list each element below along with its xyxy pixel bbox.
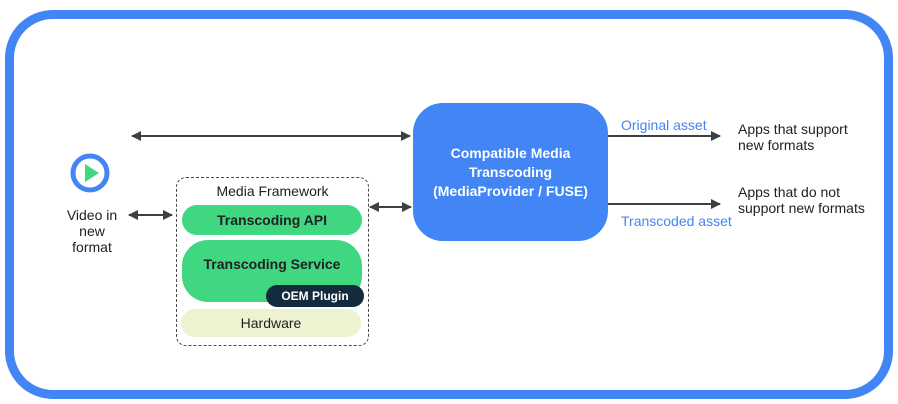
apps-no-support-line: support new formats xyxy=(738,200,865,216)
apps-support-label: Apps that support new formats xyxy=(738,121,848,153)
layer-transcoding-api: Transcoding API xyxy=(182,205,362,235)
media-framework-box xyxy=(176,177,369,346)
layer-label: Transcoding Service xyxy=(203,256,341,272)
oem-plugin-pill: OEM Plugin xyxy=(266,285,364,307)
transcoding-box-line: Transcoding xyxy=(468,163,553,180)
video-label-line: Video in xyxy=(66,207,118,223)
arrow-original-asset xyxy=(608,131,721,141)
apps-no-support-label: Apps that do not support new formats xyxy=(738,184,865,216)
original-asset-label: Original asset xyxy=(621,117,707,133)
apps-support-line: Apps that support xyxy=(738,121,848,137)
video-label-line: new xyxy=(79,223,105,239)
arrow-video-to-framework xyxy=(128,210,173,220)
layer-hardware: Hardware xyxy=(181,309,361,337)
layer-label: Transcoding API xyxy=(217,212,327,228)
transcoding-box-line: (MediaProvider / FUSE) xyxy=(433,182,588,199)
video-label-line: format xyxy=(72,239,112,255)
media-framework-title: Media Framework xyxy=(216,183,329,199)
layer-sublabel: OEM Plugin xyxy=(281,289,349,303)
play-icon xyxy=(70,153,110,193)
transcoding-box-line: Compatible Media xyxy=(450,144,571,161)
layer-label: Hardware xyxy=(240,315,302,331)
compatible-media-transcoding-box: Compatible Media Transcoding (MediaProvi… xyxy=(413,103,608,241)
transcoded-asset-label: Transcoded asset xyxy=(621,213,732,229)
outer-rounded-border xyxy=(5,10,893,399)
apps-support-line: new formats xyxy=(738,137,815,153)
arrow-transcoded-asset xyxy=(608,199,721,209)
arrow-apps-to-transcoding xyxy=(131,131,411,141)
video-in-new-format-label: Video in new format xyxy=(52,207,132,255)
apps-no-support-line: Apps that do not xyxy=(738,184,840,200)
arrow-framework-to-transcoding xyxy=(369,202,412,212)
